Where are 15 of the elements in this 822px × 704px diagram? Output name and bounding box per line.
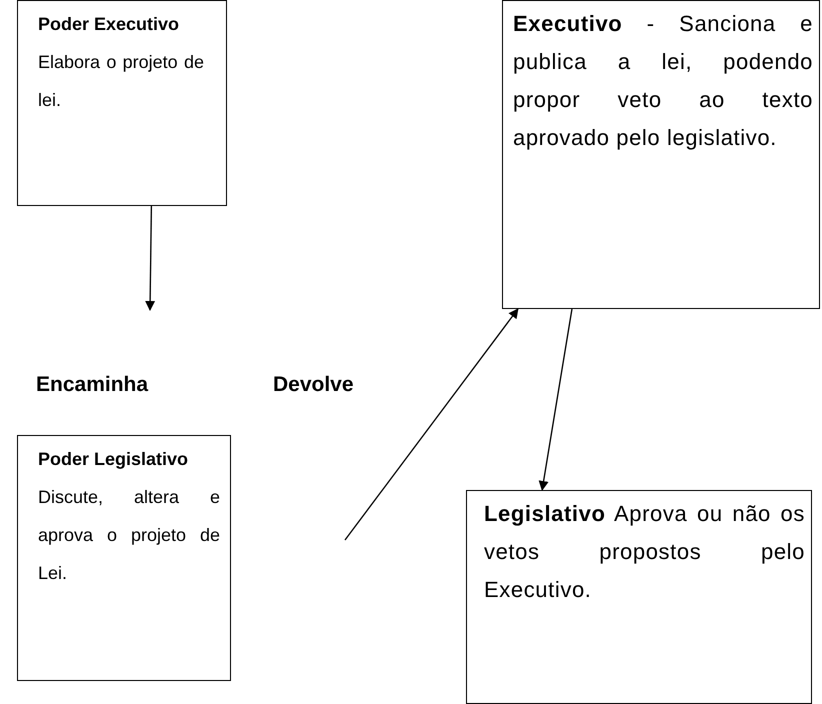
arrow — [145, 206, 156, 311]
text-box — [466, 490, 812, 704]
text-box — [502, 0, 820, 309]
box-heading: Poder Executivo — [38, 13, 180, 36]
box-text: Legislativo Aprova ou não os vetos propostos pelo Executivo. — [484, 500, 805, 604]
arrow-caption: Encaminha — [36, 373, 148, 397]
box-text: Executivo - Sanciona e publica a lei, podendo propor veto ao texto aprovado pelo legislativo. — [513, 10, 813, 152]
box-text: Elabora o projeto de lei. — [38, 51, 204, 112]
text-box — [17, 0, 227, 206]
text-box — [17, 435, 231, 681]
arrow-caption: Devolve — [273, 373, 354, 397]
arrow — [538, 308, 573, 491]
arrow — [344, 308, 518, 540]
box-heading: Poder Legislativo — [38, 448, 190, 471]
box-text: Discute, altera e aprova o projeto de Lei. — [38, 486, 220, 585]
